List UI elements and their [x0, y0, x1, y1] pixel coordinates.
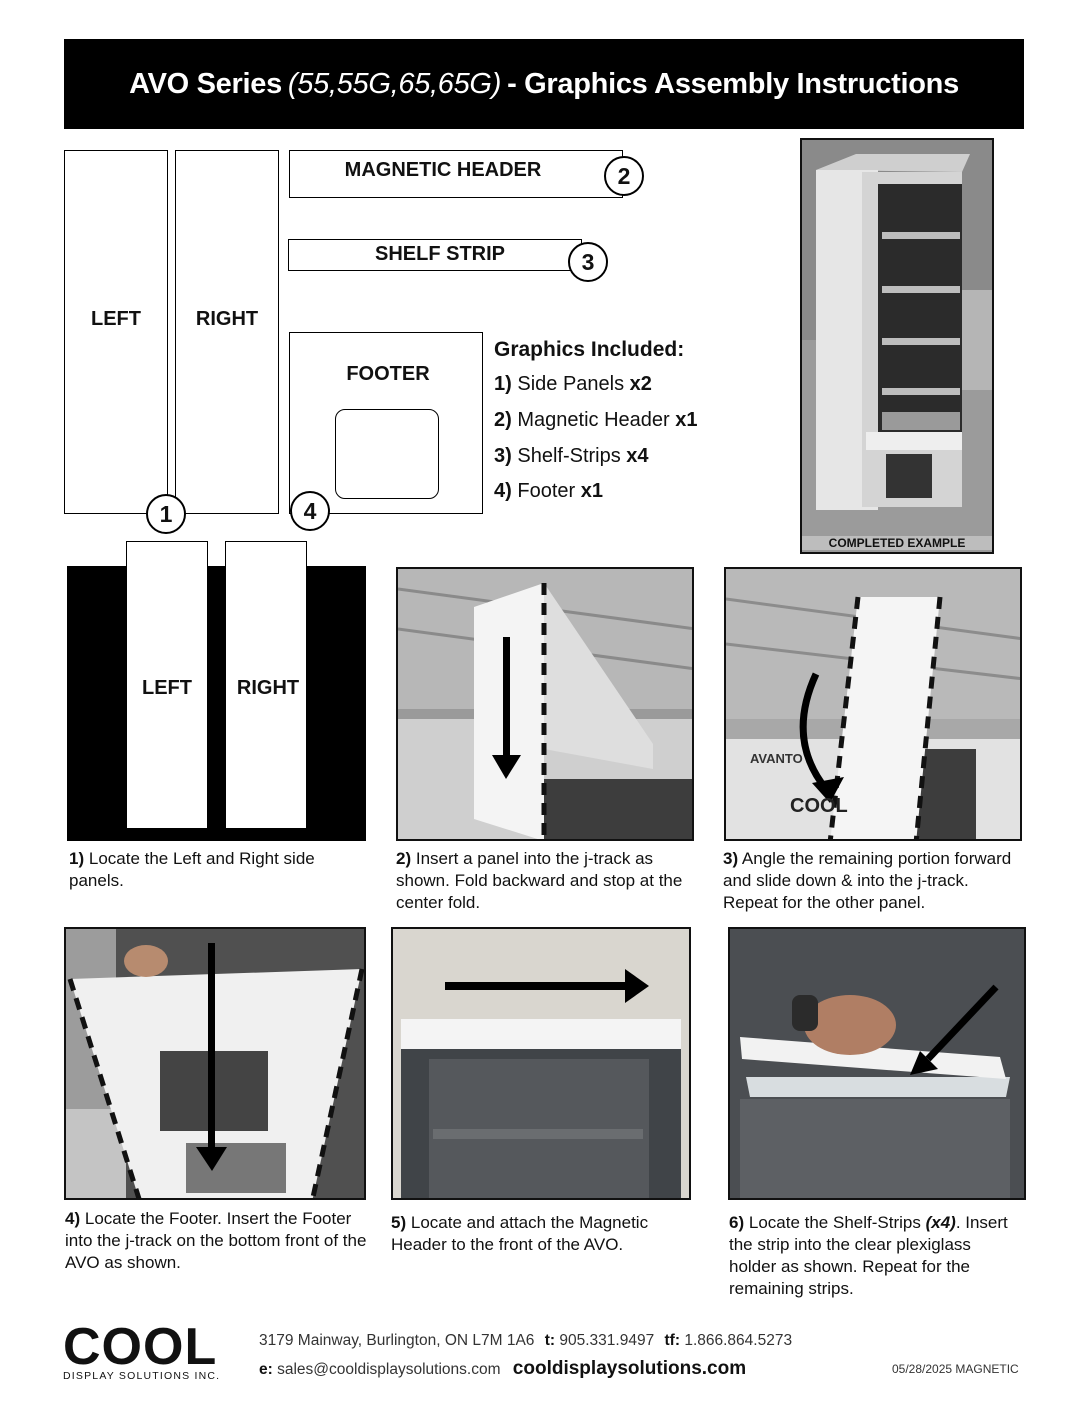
step4-photo [64, 927, 366, 1200]
completed-example-photo: COMPLETED EXAMPLE [800, 138, 994, 554]
box-text-cool: COOL [790, 795, 848, 817]
completed-example-label: COMPLETED EXAMPLE [802, 536, 992, 550]
step3-caption: 3) Angle the remaining portion forward a… [723, 849, 1012, 912]
footer-cutout [335, 409, 439, 499]
shelf-strip-label: SHELF STRIP [374, 243, 505, 265]
step6-caption: 6) Locate the Shelf-Strips (x4). Insert … [729, 1213, 1008, 1298]
merchandiser-illustration [802, 140, 992, 552]
website-link[interactable]: cooldisplaysolutions.com [512, 1358, 747, 1379]
company-logo: COOL [63, 1318, 218, 1376]
footer-outline [289, 332, 483, 514]
footer-email-line: e: sales@cooldisplaysolutions.com cooldi… [259, 1358, 747, 1379]
phone: 905.331.9497 [559, 1332, 655, 1349]
title-models: (55,55G,65,65G) [287, 67, 502, 100]
step1-left-panel [126, 541, 208, 829]
address: 3179 Mainway, Burlington, ON L7M 1A6 [259, 1332, 535, 1349]
toll-free-phone: 1.866.864.5273 [684, 1332, 793, 1349]
step2-illustration [398, 569, 692, 839]
step4-illustration [66, 929, 364, 1198]
page-title: AVO Series (55,55G,65,65G) - Graphics As… [64, 39, 1024, 129]
footer-label: FOOTER [346, 363, 430, 385]
left-panel-label: LEFT [91, 308, 141, 330]
step2-caption: 2) Insert a panel into the j-track as sh… [396, 849, 683, 912]
step1-caption: 1) Locate the Left and Right side panels… [69, 849, 315, 890]
step4-caption: 4) Locate the Footer. Insert the Footer … [65, 1209, 367, 1272]
included-item: 1) Side Panels x2 [494, 373, 652, 395]
footer-contact-line: 3179 Mainway, Burlington, ON L7M 1A6 t: … [259, 1332, 793, 1349]
step6-illustration [730, 929, 1024, 1198]
part-number-1: 1 [146, 494, 186, 534]
included-item: 2) Magnetic Header x1 [494, 409, 698, 431]
magnetic-header-label: MAGNETIC HEADER [344, 159, 542, 181]
company-logo-subtitle: DISPLAY SOLUTIONS INC. [63, 1370, 221, 1382]
shelf-strip-outline [288, 239, 582, 271]
step3-photo: AVANTO COOL [724, 567, 1022, 841]
included-item: 3) Shelf-Strips x4 [494, 445, 649, 467]
right-panel-outline [175, 150, 279, 514]
part-number-2: 2 [604, 156, 644, 196]
title-series: AVO Series [129, 67, 282, 100]
step2-photo [396, 567, 694, 841]
step5-photo [391, 927, 691, 1200]
included-item: 4) Footer x1 [494, 480, 603, 502]
part-number-3: 3 [568, 242, 608, 282]
step6-photo [728, 927, 1026, 1200]
graphics-included-title: Graphics Included: [494, 338, 685, 361]
right-panel-label: RIGHT [195, 308, 259, 330]
step5-caption: 5) Locate and attach the Magnetic Header… [391, 1213, 649, 1254]
document-code: 05/28/2025 MAGNETIC [892, 1362, 1019, 1376]
step1-left-label: LEFT [142, 677, 192, 699]
email-link[interactable]: sales@cooldisplaysolutions.com [277, 1361, 501, 1378]
box-text-avanto: AVANTO [750, 751, 803, 766]
title-main: - Graphics Assembly Instructions [507, 67, 959, 100]
left-panel-outline [64, 150, 168, 514]
step1-right-panel [225, 541, 307, 829]
step1-diagram [67, 566, 366, 841]
step3-illustration [726, 569, 1020, 839]
step1-right-label: RIGHT [236, 677, 300, 699]
part-number-4: 4 [290, 491, 330, 531]
magnetic-header-outline [289, 150, 623, 198]
step5-illustration [393, 929, 689, 1198]
